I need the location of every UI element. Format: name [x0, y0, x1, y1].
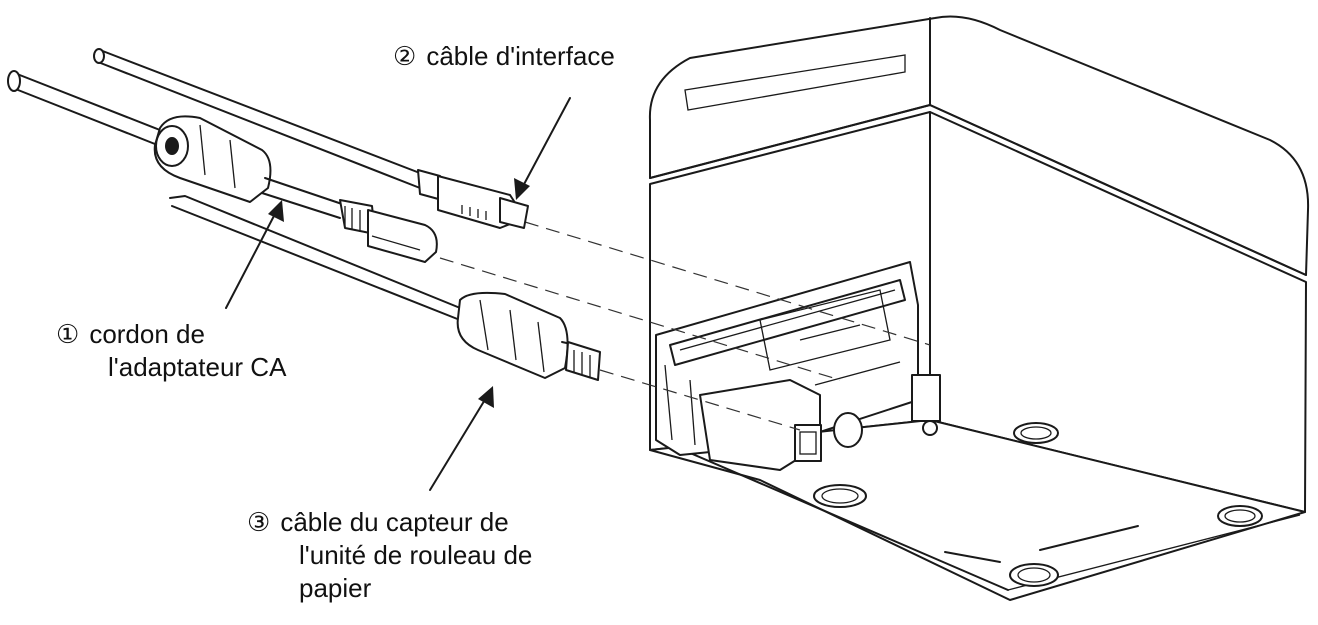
- adapter-cord-number: ①: [56, 319, 80, 349]
- printer-illustration: [648, 15, 1310, 601]
- paper-roll-sensor-cable: [169, 195, 601, 381]
- sensor-cable-text-line2: l'unité de rouleau de: [299, 540, 533, 570]
- adapter-cord-text-line2: l'adaptateur CA: [108, 352, 287, 382]
- adapter-cord: [7, 70, 438, 263]
- connection-guide-lines: [439, 221, 931, 431]
- sensor-cable-label: ③ câble du capteur de l'unité de rouleau …: [247, 506, 532, 605]
- sensor-cable-number: ③: [247, 507, 271, 537]
- interface-cable: [93, 48, 529, 229]
- sensor-cable-text-line1: câble du capteur de: [280, 507, 509, 537]
- arrow-interface-cable: [514, 97, 571, 200]
- interface-cable-text: câble d'interface: [426, 41, 615, 71]
- leader-arrows: [225, 97, 571, 491]
- sensor-cable-text-line3: papier: [299, 573, 372, 603]
- adapter-cord-text-line1: cordon de: [89, 319, 205, 349]
- arrow-adapter-cord: [225, 200, 284, 309]
- interface-cable-label: ② câble d'interface: [393, 40, 615, 73]
- adapter-cord-label: ① cordon de l'adaptateur CA: [56, 318, 286, 384]
- arrow-sensor-cable: [429, 386, 494, 491]
- interface-cable-number: ②: [393, 41, 417, 71]
